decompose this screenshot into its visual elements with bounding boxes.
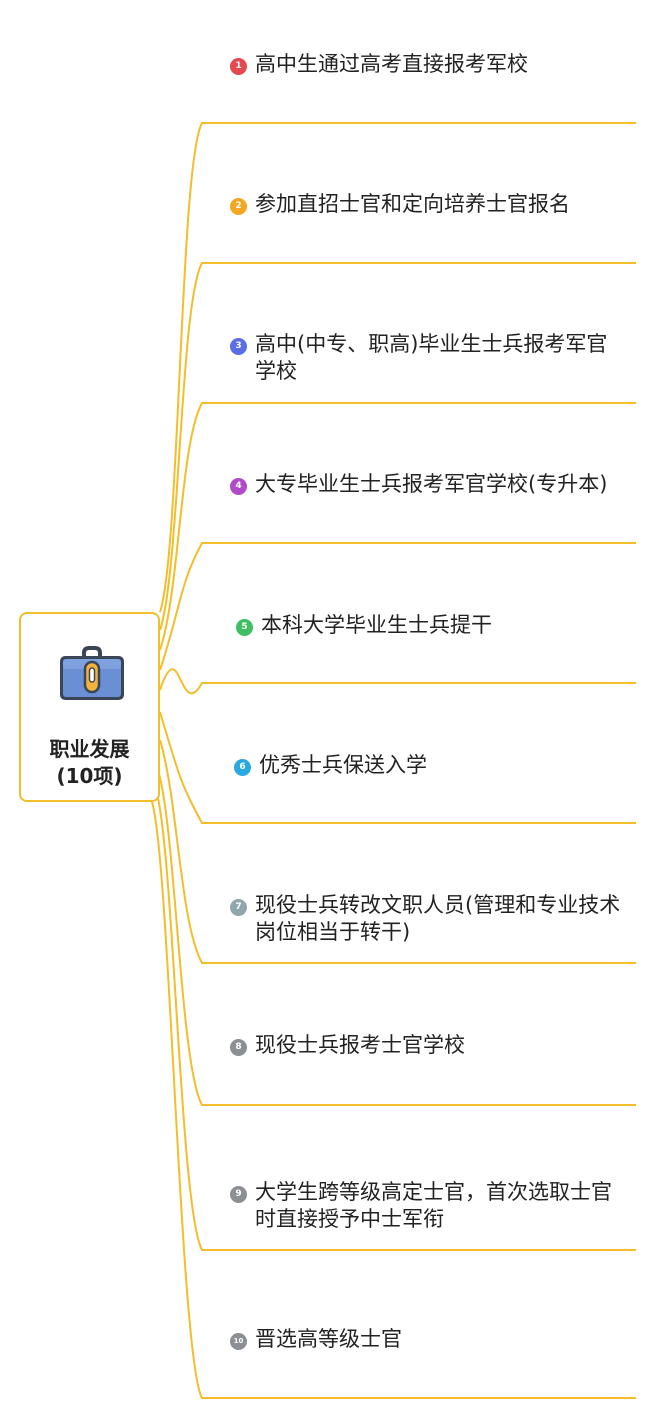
number-badge: 8 (230, 1039, 247, 1056)
root-subtitle: (10项) (56, 764, 123, 788)
connector-line-5 (159, 668, 636, 695)
branch-item-6[interactable]: 6 优秀士兵保送入学 (234, 752, 634, 779)
number-badge: 2 (230, 198, 247, 215)
branch-item-1[interactable]: 1 高中生通过高考直接报考军校 (230, 51, 630, 78)
branch-item-7[interactable]: 7 现役士兵转改文职人员(管理和专业技术岗位相当于转干) (230, 892, 630, 946)
branch-label: 优秀士兵保送入学 (259, 753, 427, 777)
connector-line-4 (159, 542, 636, 671)
root-node[interactable]: 职业发展 (10项) (19, 612, 160, 802)
branch-item-2[interactable]: 2 参加直招士官和定向培养士官报名 (230, 191, 630, 218)
branch-item-10[interactable]: 10 晋选高等级士官 (230, 1326, 630, 1353)
branch-item-4[interactable]: 4 大专毕业生士兵报考军官学校(专升本) (230, 471, 630, 498)
branch-item-5[interactable]: 5 本科大学毕业生士兵提干 (236, 612, 636, 639)
connector-line-6 (159, 711, 636, 824)
connector-line-1 (159, 122, 636, 613)
connector-line-3 (159, 402, 636, 651)
number-badge: 6 (234, 759, 251, 776)
briefcase-icon (60, 646, 124, 700)
connector-line-7 (159, 739, 636, 964)
number-badge: 4 (230, 478, 247, 495)
root-title: 职业发展 (49, 737, 130, 761)
number-badge: 3 (230, 338, 247, 355)
number-badge: 7 (230, 899, 247, 916)
connector-line-8 (157, 769, 636, 1106)
connector-line-10 (151, 801, 636, 1399)
branch-item-8[interactable]: 8 现役士兵报考士官学校 (230, 1032, 630, 1059)
branch-label: 参加直招士官和定向培养士官报名 (255, 192, 570, 216)
branch-label: 本科大学毕业生士兵提干 (261, 613, 492, 637)
branch-label: 现役士兵转改文职人员(管理和专业技术岗位相当于转干) (255, 893, 621, 944)
branch-label: 大学生跨等级高定士官，首次选取士官时直接授予中士军衔 (255, 1180, 612, 1231)
number-badge: 9 (230, 1186, 247, 1203)
branch-label: 晋选高等级士官 (255, 1327, 402, 1351)
number-badge: 1 (230, 58, 247, 75)
branch-label: 大专毕业生士兵报考军官学校(专升本) (255, 472, 608, 496)
number-badge: 10 (230, 1333, 247, 1350)
branch-label: 高中生通过高考直接报考军校 (255, 52, 528, 76)
branch-item-9[interactable]: 9 大学生跨等级高定士官，首次选取士官时直接授予中士军衔 (230, 1179, 630, 1233)
branch-label: 高中(中专、职高)毕业生士兵报考军官学校 (255, 332, 608, 383)
connector-line-9 (155, 789, 636, 1251)
branch-item-3[interactable]: 3 高中(中专、职高)毕业生士兵报考军官学校 (230, 331, 630, 385)
number-badge: 5 (236, 619, 253, 636)
connector-line-2 (159, 262, 636, 631)
branch-label: 现役士兵报考士官学校 (255, 1033, 465, 1057)
